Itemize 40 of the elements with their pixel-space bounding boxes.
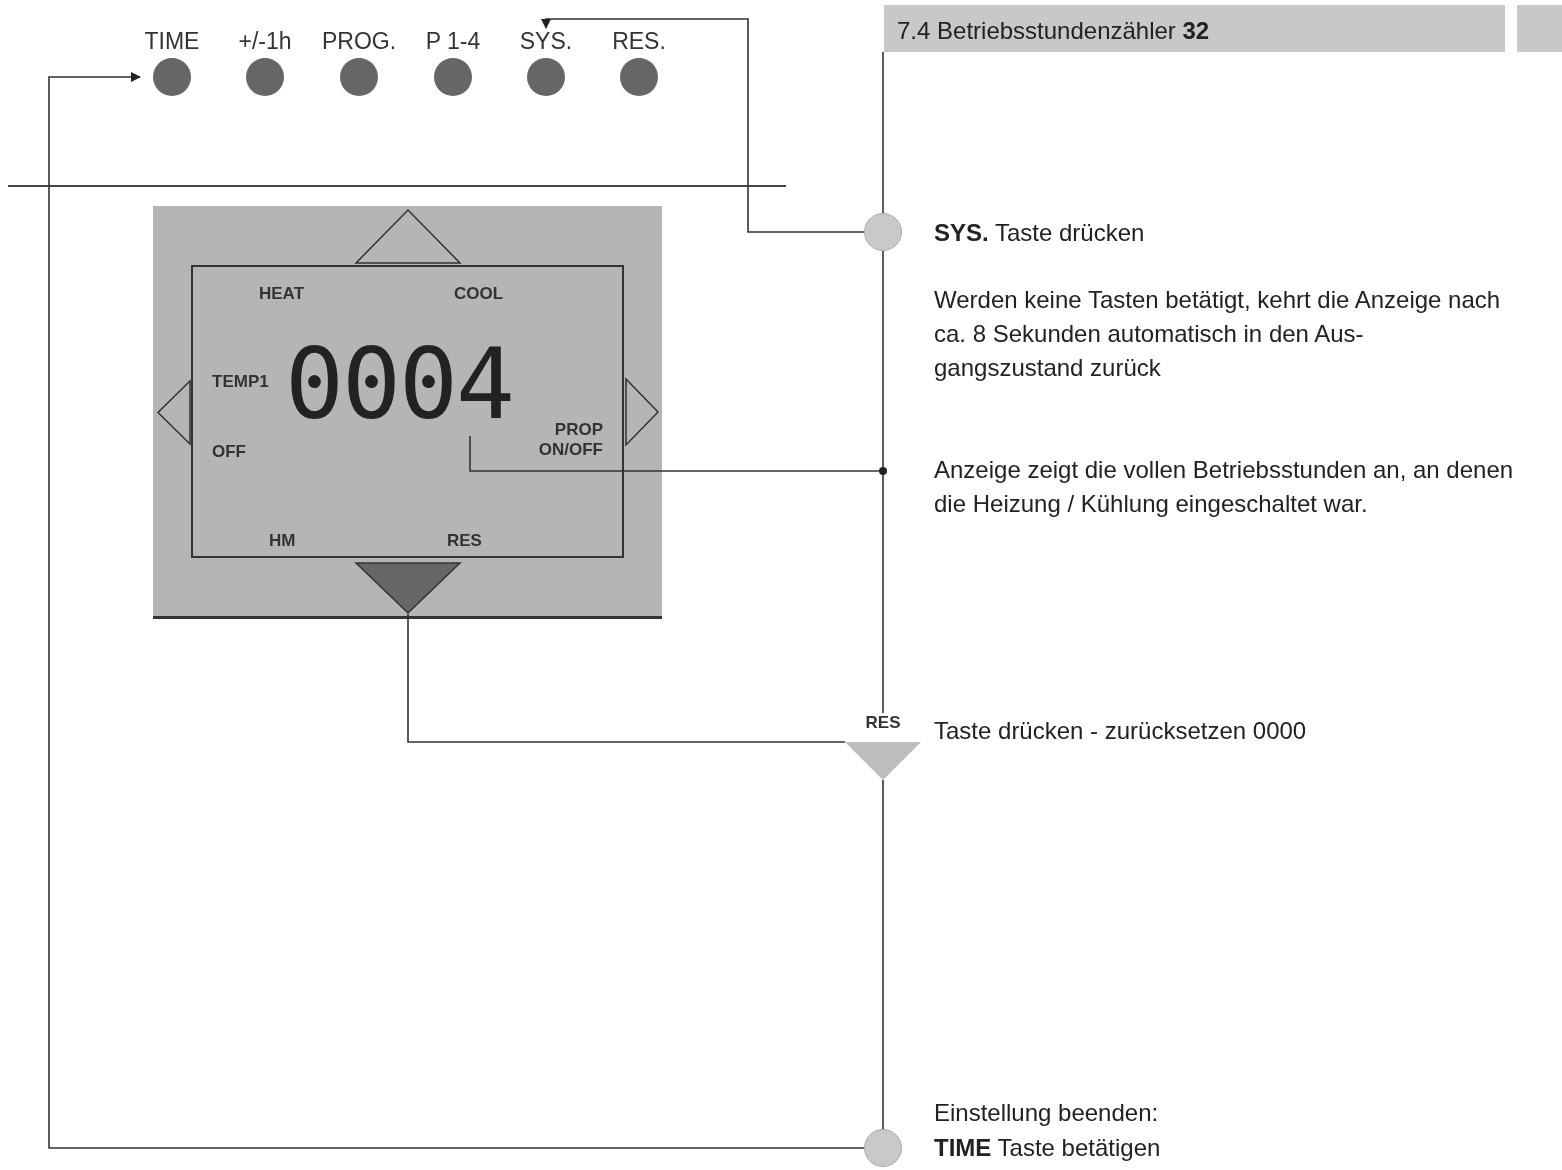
lcd-indicator: RES (447, 531, 482, 551)
button-label: SYS. (518, 28, 574, 55)
step-circle (864, 1129, 902, 1167)
instruction-text: Werden keine Tasten betätigt, kehrt die Anzeige nach ca. 8 Sekunden automatisch in den Aus-gangszustand zurück (934, 285, 1502, 383)
button-label: TIME (143, 28, 201, 55)
junction-dot (879, 467, 887, 475)
connector-line (882, 51, 884, 214)
down-arrow-key (355, 562, 461, 614)
lcd-indicator: TEMP1 (212, 372, 269, 392)
connector-line (882, 250, 884, 468)
arrow-key (355, 209, 461, 263)
instruction-text: TIME Taste betätigen (934, 1133, 1162, 1163)
instruction-text: Anzeige zeigt die vollen Betriebsstunden an, an denen die Heizung / Kühlung eingeschaltet war. (934, 455, 1514, 519)
lcd-indicator: PROP ON/OFF (537, 420, 603, 460)
page-title: 7.4 Betriebsstundenzähler 32 (897, 17, 1210, 45)
button-label: RES. (611, 28, 667, 55)
connector-line (882, 474, 884, 714)
display-panel (153, 206, 662, 619)
arrow-key (157, 380, 190, 445)
lcd-indicator: HM (269, 531, 296, 551)
lcd-indicator: HEAT (259, 284, 304, 304)
connector-line (882, 779, 884, 1130)
lcd-screen (191, 265, 624, 558)
lcd-indicator: COOL (454, 284, 504, 304)
arrow (541, 18, 865, 233)
button-label: PROG. (320, 28, 398, 55)
leader-line (469, 435, 880, 472)
instruction-text: Einstellung beenden: (934, 1098, 1160, 1128)
header-band (884, 5, 1505, 52)
arrow (48, 72, 865, 1149)
lcd-digits: 0004 (285, 329, 513, 439)
reset-triangle (845, 713, 921, 780)
lcd-indicator: OFF (212, 442, 246, 462)
instruction-text: SYS. Taste drücken (934, 218, 1146, 248)
step-circle (864, 213, 902, 251)
connector-line (407, 613, 846, 743)
instruction-text: Taste drücken - zurücksetzen 0000 (934, 716, 1308, 746)
button-label: +/-1h (237, 28, 293, 55)
arrow-key (626, 378, 659, 446)
button-label: P 1-4 (424, 28, 482, 55)
